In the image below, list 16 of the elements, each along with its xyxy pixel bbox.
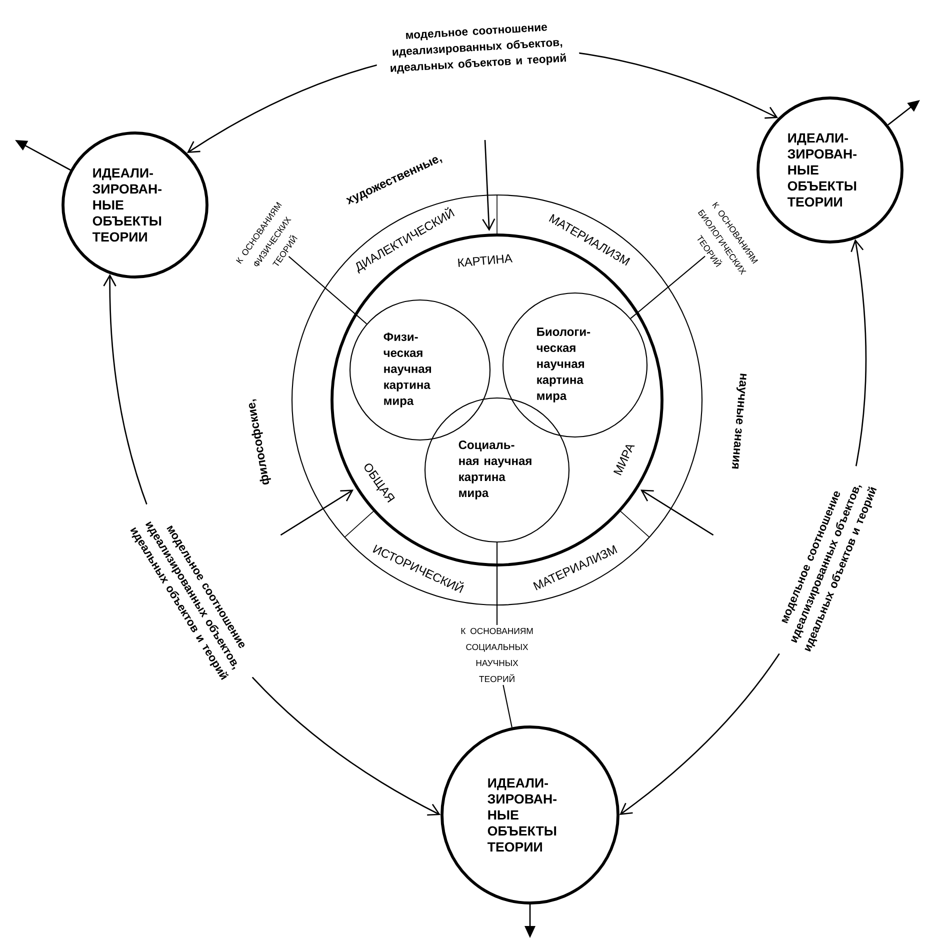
arrow — [280, 490, 354, 536]
ring-text: КАРТИНА — [458, 254, 513, 267]
ring-caption: научные знания — [732, 374, 747, 469]
circle-node: ИДЕАЛИ- ЗИРОВАН- НЫЕ ОБЪЕКТЫ ТЕОРИИ — [62, 132, 208, 278]
connector-line — [288, 256, 368, 324]
circle-node: ИДЕАЛИ- ЗИРОВАН- НЫЕ ОБЪЕКТЫ ТЕОРИИ — [440, 726, 620, 904]
circle-node: Биологи- ческая научная картина мира — [502, 292, 648, 438]
arrow — [482, 140, 496, 232]
circle-node: Физи- ческая научная картина мира — [349, 299, 491, 441]
annotation-text: К ОСНОВАНИЯМ СОЦИАЛЬНЫХ НАУЧНЫХ ТЕОРИЙ — [461, 628, 533, 682]
connector-line — [630, 256, 706, 319]
connector-line — [496, 542, 498, 625]
arrow — [640, 490, 714, 536]
circle-node: ИДЕАЛИ- ЗИРОВАН- НЫЕ ОБЪЕКТЫ ТЕОРИИ — [756, 96, 904, 244]
edge-label: модельное соотношение идеализированных объектов, идеальных объектов и теорий — [374, 21, 580, 76]
connector-line — [502, 684, 512, 728]
